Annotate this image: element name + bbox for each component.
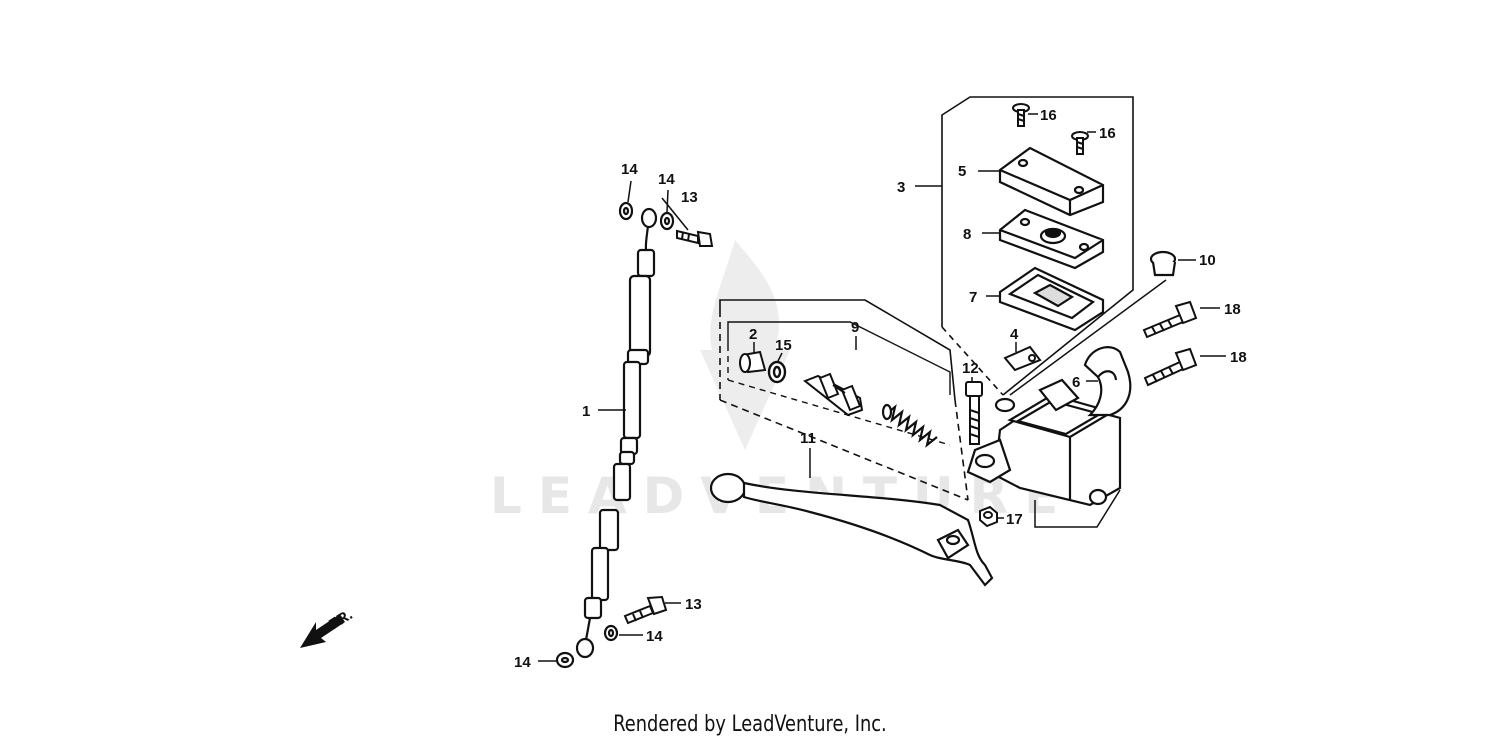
callout-13-bottom: 13 [685,596,702,613]
callout-1: 1 [582,403,590,420]
callout-18-a: 18 [1224,301,1241,318]
master-cylinder-body [966,378,1122,507]
group-box-3 [941,96,1134,396]
arrow-icon [300,614,345,648]
part-6-holder [1083,346,1132,417]
part-spring [881,403,938,448]
part-5-cap [998,146,1105,217]
callout-15: 15 [775,337,792,354]
part-7-diaphragm [998,266,1105,332]
callout-10: 10 [1199,252,1216,269]
part-16-screw-b [1071,131,1089,155]
part-12-bolt [965,381,983,445]
part-18-bolt-a [1142,300,1198,339]
part-16-screw-a [1012,103,1030,127]
callout-17: 17 [1006,511,1023,528]
part-17-nut [979,505,998,528]
callout-12: 12 [962,360,979,377]
part-1-brake-hose [575,207,658,659]
watermark: LEADVENTURE [490,240,1058,525]
callout-9: 9 [851,319,859,336]
callout-16-b: 16 [1099,125,1116,142]
part-10-cap [1149,250,1177,277]
callout-16-a: 16 [1040,107,1057,124]
part-14-washer-d [555,651,575,669]
watermark-v-icon [700,350,790,450]
front-direction-arrow: FR. [300,606,356,648]
callout-3: 3 [897,179,905,196]
callout-8: 8 [963,226,971,243]
callout-13-top: 13 [681,189,698,206]
callout-14-top-left: 14 [621,161,638,178]
part-piston [803,372,864,417]
callouts: 1 2 3 4 5 6 7 8 9 10 11 12 13 13 14 14 1… [514,107,1247,671]
part-11-lever [709,472,994,587]
callout-2: 2 [749,326,757,343]
group-box-9 [719,299,969,501]
part-14-washer-b [659,211,675,231]
part-13-bolt-a [676,229,714,247]
callout-14-lower-left: 14 [514,654,531,671]
callout-4: 4 [1010,326,1019,343]
part-4-plate [1003,345,1042,372]
part-2-cup [739,350,767,374]
callout-18-b: 18 [1230,349,1247,366]
callout-6: 6 [1072,374,1080,391]
leader-lines [538,113,1226,662]
part-13-bolt-b [623,595,668,625]
part-18-bolt-b [1143,347,1198,387]
part-14-washer-c [603,624,619,642]
callout-14-top-right: 14 [658,171,675,188]
callout-5: 5 [958,163,966,180]
part-8-plate [998,208,1105,270]
footer-credit: Rendered by LeadVenture, Inc. [613,712,887,737]
callout-11: 11 [800,430,816,447]
part-15-ring [767,360,787,384]
callout-14-lower-right: 14 [646,628,663,645]
part-14-washer-a [618,201,634,221]
callout-7: 7 [969,289,977,306]
